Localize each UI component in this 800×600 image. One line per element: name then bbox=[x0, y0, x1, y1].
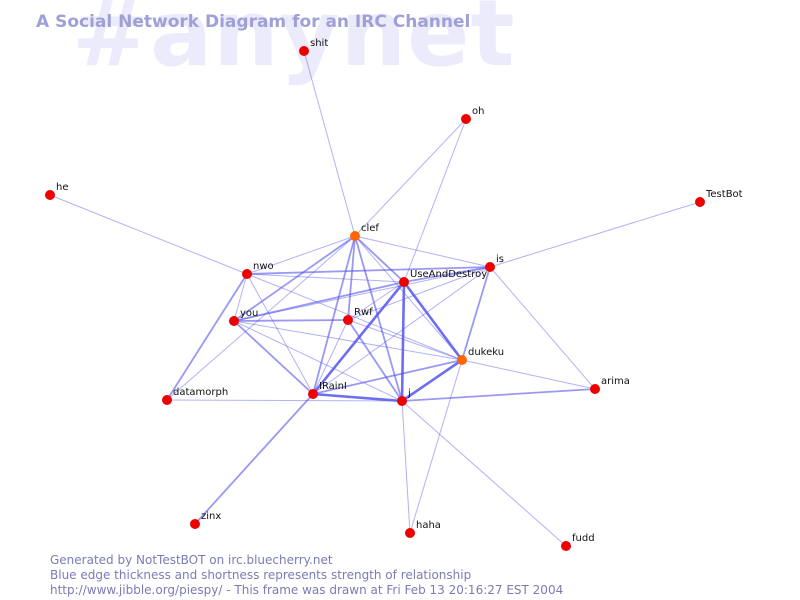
edge-UseAndDestroy-dukeku bbox=[402, 281, 464, 361]
node-label-UseAndDestroy: UseAndDestroy bbox=[410, 269, 487, 280]
node-clef[interactable] bbox=[350, 231, 360, 241]
footer: Generated by NotTestBOT on irc.bluecherr… bbox=[50, 553, 563, 598]
edge-nwo-you bbox=[233, 273, 248, 322]
edge-you-j bbox=[233, 320, 403, 402]
edge-j-fudd bbox=[401, 400, 567, 547]
edge-is-UseAndDestroy bbox=[403, 266, 491, 283]
edge-nwo-datamorph bbox=[166, 273, 248, 401]
edge-nwo-IRainI bbox=[246, 273, 314, 395]
node-label-clef: clef bbox=[361, 223, 379, 234]
edge-you-IRainI bbox=[233, 320, 314, 395]
edge-j-arima bbox=[401, 388, 596, 402]
node-label-Rwf: Rwf bbox=[354, 307, 373, 318]
node-Rwf[interactable] bbox=[343, 315, 353, 325]
edge-nwo-UseAndDestroy bbox=[246, 273, 405, 283]
edge-dukeku-IRainI bbox=[312, 359, 463, 395]
diagram-title: A Social Network Diagram for an IRC Chan… bbox=[36, 12, 471, 32]
edge-oh-UseAndDestroy bbox=[403, 118, 467, 283]
edge-he-nwo bbox=[49, 194, 248, 275]
node-j[interactable] bbox=[397, 396, 407, 406]
edge-IRainI-j bbox=[312, 392, 403, 403]
node-shit[interactable] bbox=[299, 46, 309, 56]
edge-j-haha bbox=[401, 400, 411, 534]
node-label-shit: shit bbox=[310, 38, 328, 49]
edge-clef-IRainI bbox=[312, 235, 356, 395]
edge-clef-is bbox=[354, 235, 491, 268]
node-you[interactable] bbox=[229, 316, 239, 326]
edge-UseAndDestroy-Rwf bbox=[347, 281, 405, 321]
edge-UseAndDestroy-IRainI bbox=[311, 281, 406, 395]
edge-clef-UseAndDestroy bbox=[354, 235, 405, 283]
edge-IRainI-zinx bbox=[194, 393, 314, 525]
edge-oh-clef bbox=[354, 118, 467, 237]
node-dukeku[interactable] bbox=[457, 355, 467, 365]
node-label-oh: oh bbox=[472, 106, 484, 117]
edge-dukeku-arima bbox=[461, 359, 596, 390]
edge-is-IRainI bbox=[312, 266, 491, 395]
edge-is-dukeku bbox=[461, 266, 491, 361]
edge-shit-clef bbox=[303, 50, 356, 237]
edge-TestBot-is bbox=[489, 201, 701, 268]
node-fudd[interactable] bbox=[561, 541, 571, 551]
node-label-dukeku: dukeku bbox=[468, 347, 504, 358]
node-label-arima: arima bbox=[601, 376, 630, 387]
footer-generated-by: Generated by NotTestBOT on irc.bluecherr… bbox=[50, 553, 333, 567]
node-oh[interactable] bbox=[461, 114, 471, 124]
node-label-nwo: nwo bbox=[253, 261, 274, 272]
node-arima[interactable] bbox=[590, 384, 600, 394]
node-label-datamorph: datamorph bbox=[173, 387, 228, 398]
edge-clef-nwo bbox=[246, 235, 356, 275]
node-zinx[interactable] bbox=[190, 519, 200, 529]
edge-you-dukeku bbox=[233, 320, 463, 361]
footer-timestamp: http://www.jibble.org/piespy/ - This fra… bbox=[50, 583, 564, 597]
node-label-zinx: zinx bbox=[201, 511, 221, 522]
edge-Rwf-j bbox=[347, 319, 403, 402]
node-IRainI[interactable] bbox=[308, 389, 318, 399]
edge-you-Rwf bbox=[233, 319, 349, 322]
edge-is-arima bbox=[489, 266, 596, 390]
node-label-TestBot: TestBot bbox=[705, 189, 743, 200]
node-UseAndDestroy[interactable] bbox=[399, 277, 409, 287]
node-label-j: j bbox=[407, 388, 411, 399]
node-haha[interactable] bbox=[405, 528, 415, 538]
node-he[interactable] bbox=[45, 190, 55, 200]
node-label-you: you bbox=[240, 308, 258, 319]
node-nwo[interactable] bbox=[242, 269, 252, 279]
edge-nwo-is bbox=[246, 266, 491, 275]
node-datamorph[interactable] bbox=[162, 395, 172, 405]
edge-clef-j bbox=[354, 235, 403, 402]
node-label-IRainI: IRainI bbox=[319, 381, 347, 392]
edges-layer bbox=[49, 50, 701, 547]
channel-watermark: #anynet bbox=[72, 0, 516, 87]
edge-is-Rwf bbox=[347, 266, 491, 321]
edge-clef-datamorph bbox=[166, 235, 356, 401]
edge-UseAndDestroy-j bbox=[400, 281, 406, 402]
edge-UseAndDestroy-you bbox=[233, 281, 405, 322]
footer-legend-note: Blue edge thickness and shortness repres… bbox=[50, 568, 472, 582]
edge-clef-dukeku bbox=[354, 235, 463, 361]
node-TestBot[interactable] bbox=[695, 197, 705, 207]
edge-dukeku-j bbox=[401, 358, 463, 403]
node-label-is: is bbox=[496, 254, 504, 265]
edge-Rwf-IRainI bbox=[312, 319, 349, 395]
node-label-he: he bbox=[56, 182, 69, 193]
edge-datamorph-j bbox=[166, 399, 403, 402]
edge-nwo-dukeku bbox=[246, 273, 463, 361]
edge-dukeku-haha bbox=[409, 359, 463, 534]
node-label-haha: haha bbox=[416, 520, 441, 531]
edge-clef-you bbox=[233, 235, 356, 322]
edge-Rwf-dukeku bbox=[347, 319, 463, 361]
nodes-layer bbox=[45, 46, 705, 551]
edge-clef-Rwf bbox=[347, 235, 356, 321]
node-label-fudd: fudd bbox=[572, 533, 595, 544]
node-is[interactable] bbox=[485, 262, 495, 272]
